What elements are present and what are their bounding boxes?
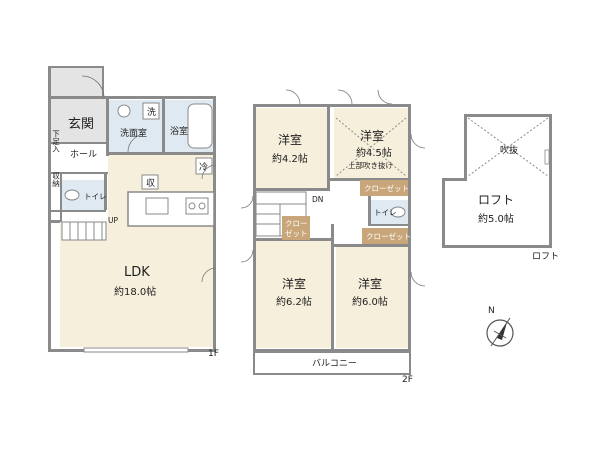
closet-mid-label-1: クロー — [285, 219, 308, 228]
closet-ne-label: クローゼット — [364, 183, 409, 193]
stairs-1f — [61, 221, 107, 241]
washroom-label: 洗面室 — [120, 127, 147, 139]
room-ne-note: 上部吹き抜け — [348, 160, 393, 170]
floor-loft: 吹抜 ロフト 約5.0帖 ロフト — [442, 114, 559, 262]
room-sw-area: 約6.2帖 — [276, 295, 312, 308]
bath-label: 浴室 — [170, 125, 188, 137]
room-se-name: 洋室 — [358, 276, 382, 291]
room-se-area: 約6.0帖 — [352, 295, 388, 308]
closet-se — [362, 228, 408, 244]
loft-room-name: ロフト — [478, 193, 514, 207]
toilet-2f-label: トイレ — [374, 208, 397, 217]
pantry-label: 収 — [146, 177, 155, 189]
loft-floor — [444, 180, 550, 244]
room-se-floor — [336, 245, 408, 348]
floor-1f: 玄関 下足入 ホール 収納 トイレ 洗面室 洗 浴室 冷 収 UP LDK 約1… — [48, 66, 219, 359]
hall-label: ホール — [70, 149, 97, 160]
genkan-label: 玄関 — [68, 117, 94, 132]
compass-needle-icon — [497, 322, 507, 340]
closet-mid-label-2: ゼット — [285, 228, 308, 238]
compass-north-label: N — [488, 306, 495, 316]
closet-mid — [282, 216, 310, 240]
room-sw-name: 洋室 — [282, 276, 306, 291]
room-ne-area: 約4.5帖 — [356, 146, 392, 159]
hall-floor — [48, 142, 108, 172]
up-label: UP — [108, 216, 118, 225]
shoe-box-label: 下足入 — [51, 130, 60, 153]
ldk-floor — [60, 222, 216, 347]
fridge-label: 冷 — [199, 161, 208, 173]
ldk-area: 約18.0帖 — [114, 285, 156, 298]
dn-label: DN — [312, 195, 323, 204]
north-compass: N — [486, 306, 514, 347]
room-ne-name: 洋室 — [360, 128, 384, 143]
porch-floor — [48, 68, 104, 98]
genkan-floor — [48, 98, 108, 142]
closet-ne — [360, 180, 408, 196]
room-nw-name: 洋室 — [278, 132, 302, 147]
floor-1f-label: 1F — [208, 349, 219, 359]
balcony-label: バルコニー — [312, 358, 357, 369]
storage-label: 収納 — [51, 172, 60, 189]
void-label: 吹抜 — [500, 144, 518, 156]
room-nw-floor — [255, 108, 327, 188]
closet-se-label: クローゼット — [366, 231, 411, 241]
loft-room-area: 約5.0帖 — [478, 212, 514, 225]
floor-2f-label: 2F — [402, 375, 413, 385]
loft-label: ロフト — [532, 252, 559, 262]
room-sw-floor — [255, 240, 333, 348]
ldk-name: LDK — [124, 265, 150, 280]
room-nw-area: 約4.2帖 — [272, 152, 308, 165]
floor-2f: 洋室 約4.2帖 洋室 約4.5帖 上部吹き抜け クローゼット クロー ゼット … — [240, 89, 426, 385]
toilet-1f-label: トイレ — [84, 192, 107, 201]
room-ne-floor — [334, 108, 408, 178]
washer-label: 洗 — [147, 106, 156, 118]
